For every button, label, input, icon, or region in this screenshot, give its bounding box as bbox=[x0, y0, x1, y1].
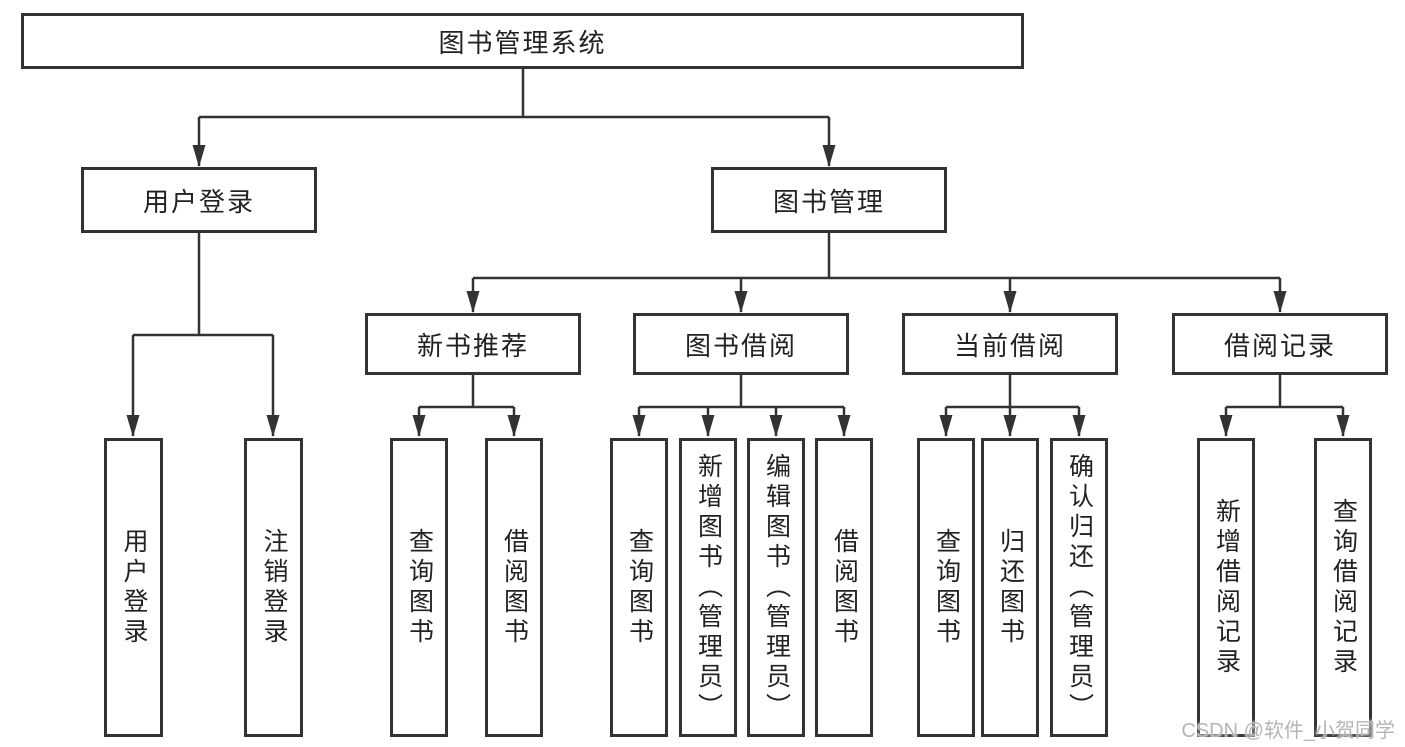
leaf-user-login-label: 用户登录 bbox=[120, 527, 148, 648]
leaf-current-query-books-label: 查询图书 bbox=[932, 527, 961, 648]
branch-rails bbox=[133, 69, 1343, 409]
leaf-newbook-borrow-books: 借阅图书 bbox=[485, 438, 543, 737]
leaf-borrow-query-books-label: 查询图书 bbox=[625, 527, 654, 648]
node-user-login-label: 用户登录 bbox=[142, 186, 255, 217]
leaf-user-login: 用户登录 bbox=[104, 438, 163, 737]
leaf-borrow-edit-books-admin-label: 编辑图书（管理员） bbox=[762, 452, 791, 723]
leaf-borrow-query-books: 查询图书 bbox=[610, 438, 668, 737]
leaf-borrow-add-books-admin: 新增图书（管理员） bbox=[679, 438, 737, 737]
node-book-borrowing-label: 图书借阅 bbox=[684, 330, 797, 361]
leaf-current-confirm-return-admin: 确认归还（管理员） bbox=[1050, 438, 1108, 737]
leaf-current-query-books: 查询图书 bbox=[917, 438, 975, 737]
leaf-current-return-books: 归还图书 bbox=[981, 438, 1039, 737]
leaf-current-confirm-return-admin-label: 确认归还（管理员） bbox=[1065, 452, 1094, 723]
node-root-label: 图书管理系统 bbox=[438, 27, 607, 58]
node-borrowing-records: 借阅记录 bbox=[1172, 313, 1388, 375]
node-current-borrowing: 当前借阅 bbox=[902, 313, 1118, 375]
node-new-book-recommendation-label: 新书推荐 bbox=[416, 330, 529, 361]
leaf-current-return-books-label: 归还图书 bbox=[996, 527, 1025, 648]
csdn-watermark: CSDN @软件_小贺同学 bbox=[1181, 720, 1395, 742]
node-root: 图书管理系统 bbox=[21, 13, 1024, 69]
leaf-newbook-borrow-books-label: 借阅图书 bbox=[500, 527, 529, 648]
leaf-records-query-record: 查询借阅记录 bbox=[1314, 438, 1372, 737]
leaf-newbook-query-books: 查询图书 bbox=[390, 438, 448, 737]
leaf-records-add-record-label: 新增借阅记录 bbox=[1212, 497, 1241, 678]
leaf-borrow-add-books-admin-label: 新增图书（管理员） bbox=[694, 452, 723, 723]
leaf-logout: 注销登录 bbox=[244, 438, 303, 737]
leaf-logout-label: 注销登录 bbox=[260, 527, 288, 648]
node-book-management: 图书管理 bbox=[711, 167, 947, 233]
node-book-management-label: 图书管理 bbox=[772, 186, 885, 217]
leaf-records-add-record: 新增借阅记录 bbox=[1197, 438, 1255, 737]
leaf-borrow-borrow-books: 借阅图书 bbox=[815, 438, 873, 737]
leaf-borrow-borrow-books-label: 借阅图书 bbox=[830, 527, 859, 648]
leaf-borrow-edit-books-admin: 编辑图书（管理员） bbox=[747, 438, 805, 737]
leaf-records-query-record-label: 查询借阅记录 bbox=[1329, 497, 1358, 678]
node-new-book-recommendation: 新书推荐 bbox=[365, 313, 581, 375]
node-borrowing-records-label: 借阅记录 bbox=[1223, 330, 1336, 361]
node-book-borrowing: 图书借阅 bbox=[633, 313, 849, 375]
node-user-login: 用户登录 bbox=[81, 167, 317, 233]
leaf-newbook-query-books-label: 查询图书 bbox=[405, 527, 434, 648]
node-current-borrowing-label: 当前借阅 bbox=[953, 330, 1066, 361]
